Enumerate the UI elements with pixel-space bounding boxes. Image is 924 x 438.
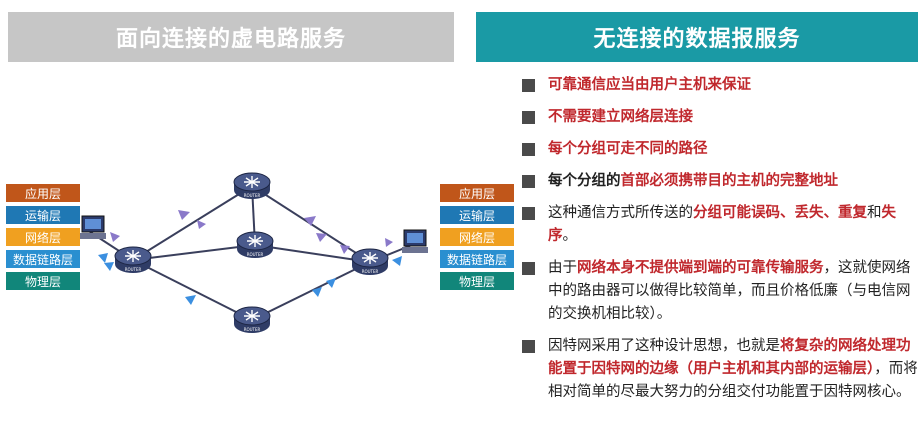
bullet-item: 这种通信方式所传送的分组可能误码、丢失、重复和失序。 [522, 202, 918, 248]
packet-arrow-icon [340, 245, 350, 254]
bullet-item: 可靠通信应当由用户主机来保证 [522, 74, 918, 97]
bullet-text: 每个分组的 [548, 173, 621, 189]
bullet-item: 每个分组的首部必须携带目的主机的完整地址 [522, 170, 918, 193]
bullet-square-icon [522, 143, 535, 156]
highlighted-text: 将复杂的网络处理功能置于因特网的边缘（用户主机和其内部的运输层） [548, 338, 911, 377]
highlighted-text: 不需要建立网络层连接 [548, 109, 693, 125]
bullet-text: 和 [867, 205, 882, 221]
router-icon: ROUTER [236, 231, 274, 258]
layer-transport: 运输层 [6, 206, 80, 224]
layer-transport: 运输层 [440, 206, 514, 224]
highlighted-text: 分组可能误码、丢失、重复 [693, 205, 867, 221]
layer-network: 网络层 [440, 228, 514, 246]
packet-arrow-icon [197, 220, 206, 229]
highlighted-text: 失序 [548, 205, 896, 244]
bullet-item: 因特网采用了这种设计思想，也就是将复杂的网络处理功能置于因特网的边缘（用户主机和… [522, 335, 918, 404]
link-r1-r4 [132, 259, 253, 321]
bullet-text: 因特网采用了这种设计思想，也就是 [548, 338, 780, 354]
packet-arrow-icon [312, 287, 322, 297]
link-r4-r5 [251, 261, 371, 321]
router-icon: ROUTER [233, 306, 271, 333]
protocol-stack-left: 应用层 运输层 网络层 数据链路层 物理层 [6, 184, 80, 294]
highlighted-text: 可靠通信应当由用户主机来保证 [548, 77, 751, 93]
bullet-text: 这种通信方式所传送的 [548, 205, 693, 221]
protocol-stack-right: 应用层 运输层 网络层 数据链路层 物理层 [440, 184, 514, 294]
link-r3-r5 [254, 244, 371, 263]
router-label: ROUTER [125, 267, 142, 272]
layer-physical: 物理层 [6, 272, 80, 290]
bullet-square-icon [522, 175, 535, 188]
link-r1-r2 [132, 185, 253, 261]
bullet-text: 由于 [548, 260, 577, 276]
router-label: ROUTER [247, 252, 264, 257]
packet-arrow-icon [392, 256, 402, 266]
bullet-square-icon [522, 340, 535, 353]
bullet-text: 。 [562, 228, 578, 244]
computer-icon [80, 215, 106, 239]
layer-data-link: 数据链路层 [6, 250, 80, 268]
layer-application: 应用层 [6, 184, 80, 202]
router-icon: ROUTER [114, 246, 152, 273]
bullet-square-icon [522, 111, 535, 124]
router-label: ROUTER [244, 193, 261, 198]
router-label: ROUTER [362, 269, 379, 274]
layer-data-link: 数据链路层 [440, 250, 514, 268]
packet-arrow-icon [304, 216, 316, 226]
packet-group-purple [110, 210, 393, 254]
packet-arrow-icon [110, 232, 120, 242]
bullet-item: 不需要建立网络层连接 [522, 106, 918, 129]
packet-arrow-icon [316, 233, 327, 242]
bullet-square-icon [522, 79, 535, 92]
router-icon: ROUTER [351, 248, 389, 275]
router-icon: ROUTER [233, 172, 271, 199]
highlighted-text: 每个分组可走不同的路径 [548, 141, 708, 157]
packet-arrow-icon [98, 253, 108, 263]
packet-arrow-icon [178, 210, 190, 220]
layer-network: 网络层 [6, 228, 80, 246]
bullet-text: ，而将相对简单的尽最大努力的分组交付功能置于因特网核心。 [548, 361, 918, 400]
header-virtual-circuit-label: 面向连接的虚电路服务 [115, 27, 346, 52]
highlighted-text: 首部必须携带目的主机的完整地址 [620, 173, 839, 189]
datagram-bullet-list: 可靠通信应当由用户主机来保证不需要建立网络层连接每个分组可走不同的路径每个分组的… [522, 74, 918, 413]
packet-arrow-icon [104, 262, 114, 271]
computer-icon [402, 229, 428, 253]
bullet-text: ，这就使网络中的路由器可以做得比较简单，而且价格低廉（与电信网的交换机相比较）。 [548, 260, 911, 322]
bullet-square-icon [522, 262, 535, 275]
link-r1-r3 [132, 244, 256, 261]
packet-group-blue [98, 253, 402, 305]
header-virtual-circuit: 面向连接的虚电路服务 [8, 12, 454, 62]
bullet-item: 每个分组可走不同的路径 [522, 138, 918, 161]
bullet-square-icon [522, 207, 535, 220]
network-diagram: ROUTER ROUTER ROUTER ROUTER ROUTER [80, 172, 428, 333]
layer-application: 应用层 [440, 184, 514, 202]
router-label: ROUTER [244, 327, 261, 332]
highlighted-text: 网络本身不提供端到端的可靠传输服务 [577, 260, 824, 276]
layer-physical: 物理层 [440, 272, 514, 290]
packet-arrow-icon [326, 278, 336, 288]
packet-arrow-icon [385, 238, 393, 247]
header-datagram-label: 无连接的数据报服务 [593, 27, 801, 52]
bullet-item: 由于网络本身不提供端到端的可靠传输服务，这就使网络中的路由器可以做得比较简单，而… [522, 257, 918, 326]
packet-arrow-icon [185, 295, 196, 305]
header-datagram: 无连接的数据报服务 [476, 12, 918, 62]
